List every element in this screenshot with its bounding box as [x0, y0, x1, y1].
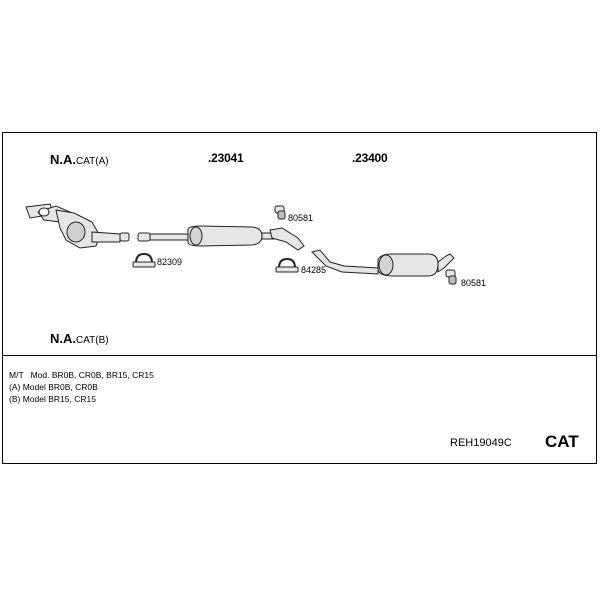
- variant-b-label: N.A.CAT(B): [50, 331, 109, 347]
- note-line-2: (A) Model BR0B, CR0B: [9, 382, 98, 392]
- variant-a-prefix: N.A.: [50, 152, 76, 167]
- middle-silencer-23041: [137, 225, 305, 251]
- part-number-23041: .23041: [208, 151, 244, 165]
- variant-b-suffix: CAT(B): [76, 335, 109, 346]
- variant-a-suffix: CAT(A): [76, 156, 109, 167]
- clamp-1-number: 82309: [157, 257, 183, 267]
- part-number-23400: .23400: [352, 151, 388, 165]
- hanger-1-number: 80581: [288, 213, 314, 223]
- reference-code: REH19049C: [450, 437, 512, 449]
- clamp-2-number: 84285: [301, 265, 327, 275]
- hanger-80581-rear-icon: [445, 269, 457, 285]
- catalytic-converter: [25, 203, 130, 249]
- clamp-84285-icon: [275, 257, 299, 273]
- rear-silencer-23400: [311, 249, 455, 277]
- variant-a-label: N.A.CAT(A): [50, 152, 109, 168]
- clamp-82309-icon: [132, 252, 156, 268]
- note-line-1: M/T Mod. BR0B, CR0B, BR15, CR15: [9, 370, 154, 380]
- hanger-2-number: 80581: [461, 278, 487, 288]
- notes-divider: [2, 355, 597, 356]
- category-label: CAT: [545, 432, 579, 451]
- hanger-80581-icon: [274, 205, 286, 220]
- variant-b-prefix: N.A.: [50, 331, 76, 346]
- diagram-frame: [2, 132, 597, 464]
- note-line-3: (B) Model BR15, CR15: [9, 394, 96, 404]
